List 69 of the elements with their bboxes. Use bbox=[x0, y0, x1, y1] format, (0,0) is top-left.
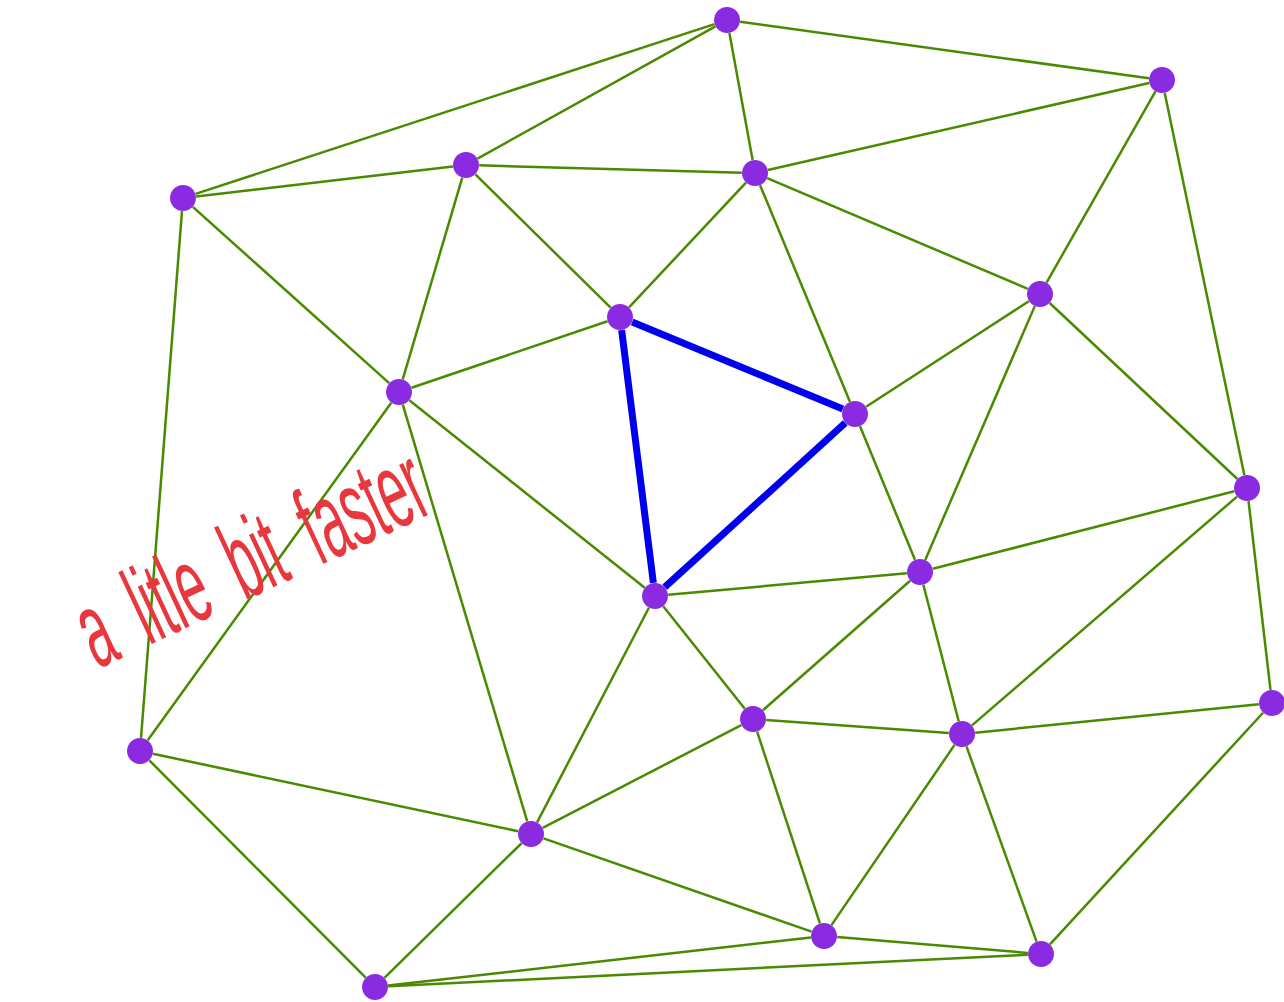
vertex-dot bbox=[642, 583, 668, 609]
edge-line bbox=[139, 211, 184, 738]
edge-line bbox=[536, 607, 650, 823]
edge-line bbox=[476, 25, 717, 160]
edge-line bbox=[618, 329, 657, 584]
vertex-dot bbox=[170, 185, 196, 211]
edge-line bbox=[766, 177, 1029, 290]
vertex-dot bbox=[362, 974, 388, 1000]
edge-line bbox=[401, 177, 464, 380]
edge-line bbox=[408, 399, 646, 589]
edge-line bbox=[758, 184, 852, 403]
vertex-dot bbox=[386, 379, 412, 405]
slanted-text: a litle bit faster bbox=[79, 458, 428, 667]
vertex-dot bbox=[811, 923, 837, 949]
vertex-dot bbox=[740, 706, 766, 732]
edge-line bbox=[388, 953, 1028, 988]
edge-line bbox=[662, 420, 848, 590]
edge-line bbox=[401, 404, 529, 822]
edge-line bbox=[383, 842, 523, 979]
vertex-dot bbox=[127, 738, 153, 764]
edge-line bbox=[542, 723, 742, 830]
edge-line bbox=[762, 579, 911, 712]
edge-line bbox=[924, 305, 1036, 561]
edge-line bbox=[388, 936, 812, 987]
vertex-dot bbox=[1234, 475, 1260, 501]
edge-line bbox=[474, 173, 612, 309]
edge-line bbox=[192, 205, 391, 385]
edge-line bbox=[195, 165, 454, 198]
edge-line bbox=[668, 571, 907, 597]
vertex-dot bbox=[453, 152, 479, 178]
edge-line bbox=[922, 584, 960, 722]
vertex-dot bbox=[742, 160, 768, 186]
edge-line bbox=[728, 32, 754, 161]
vertex-dot bbox=[842, 401, 868, 427]
vertex-dot bbox=[607, 304, 633, 330]
edge-line bbox=[1049, 711, 1264, 946]
vertex-dot bbox=[1027, 281, 1053, 307]
edge-line bbox=[837, 935, 1028, 955]
edge-line bbox=[195, 22, 715, 196]
vertex-dot bbox=[949, 721, 975, 747]
edge-line bbox=[152, 752, 519, 833]
edge-line bbox=[1247, 500, 1272, 691]
edge-line bbox=[1045, 90, 1157, 284]
edge-line bbox=[148, 759, 367, 979]
edge-line bbox=[755, 731, 822, 924]
edge-line bbox=[739, 20, 1150, 80]
vertex-dot bbox=[907, 559, 933, 585]
edge-line bbox=[975, 703, 1259, 734]
edge-line bbox=[858, 425, 917, 561]
vertex-dot bbox=[1149, 67, 1175, 93]
edge-line bbox=[543, 837, 812, 933]
vertex-dot bbox=[1028, 941, 1054, 967]
edge-line bbox=[1048, 302, 1239, 480]
edge-line bbox=[830, 744, 956, 926]
edge-line bbox=[1163, 92, 1246, 476]
edge-line bbox=[662, 605, 746, 710]
edge-line bbox=[766, 718, 949, 735]
edge-line bbox=[932, 490, 1235, 570]
edge-line bbox=[965, 746, 1038, 942]
edge-line bbox=[767, 81, 1150, 172]
edge-line bbox=[971, 495, 1238, 727]
edge-line bbox=[630, 318, 845, 413]
edge-line bbox=[146, 401, 393, 742]
edge-line bbox=[628, 181, 747, 309]
edge-line bbox=[865, 300, 1030, 408]
vertex-dot bbox=[714, 7, 740, 33]
edge-line bbox=[411, 320, 608, 389]
vertex-dot bbox=[518, 821, 544, 847]
edge-line bbox=[479, 164, 742, 174]
